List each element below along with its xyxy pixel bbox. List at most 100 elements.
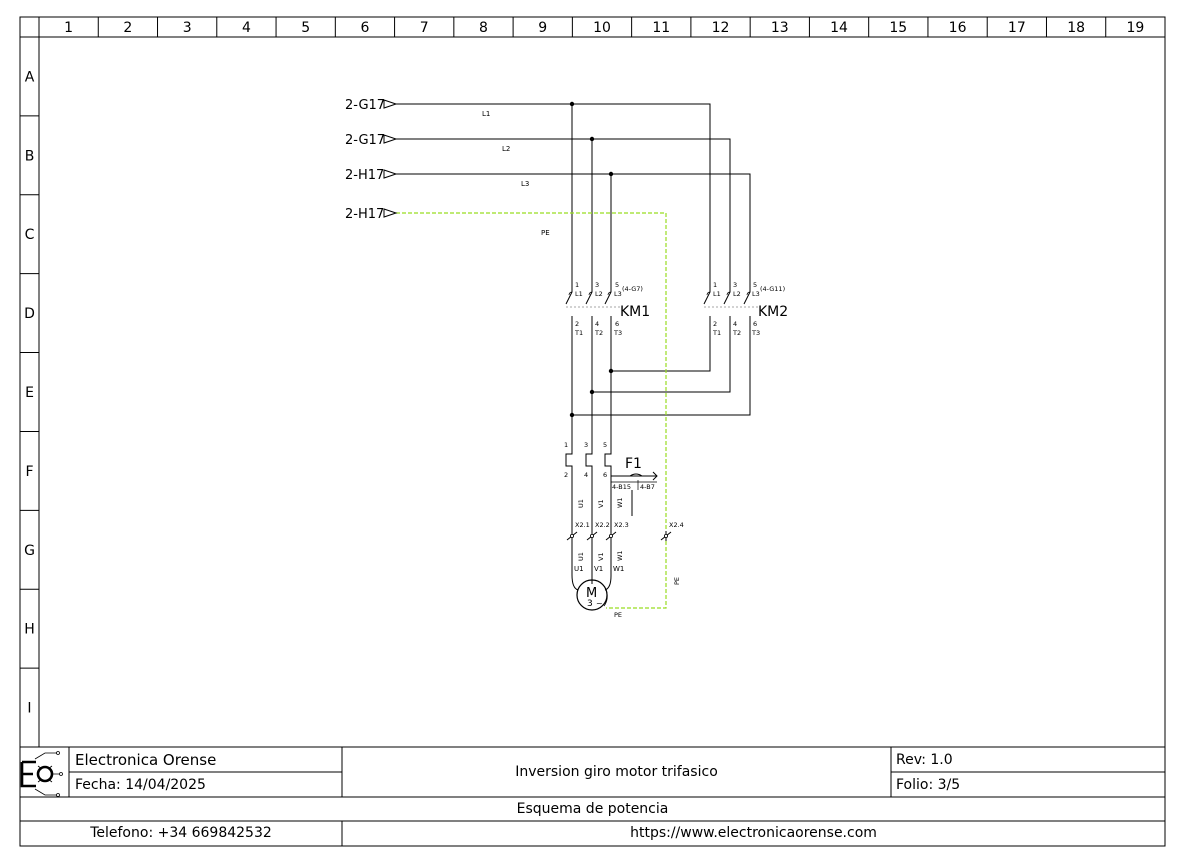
km2-bottom-pin: 4 [733,320,737,328]
wire-label-upper: W1 [616,497,624,508]
phone-number: Telefono: +34 669842532 [90,825,272,841]
column-label: 1 [64,20,73,36]
row-label: I [27,701,31,717]
input-arrow-l3 [383,169,398,179]
column-label: 19 [1126,20,1144,36]
row-label: B [25,148,35,164]
input-ref-l2: 2-G17 [345,133,385,148]
f1-actuator-link [611,471,658,481]
km2-label: KM2 [758,304,788,320]
wire-l1 [396,103,711,287]
column-label: 5 [301,20,310,36]
f1-thermal-elements [565,450,612,470]
km2-top-pin: 5 [753,281,757,289]
wire-label-lower: V1 [597,552,605,561]
wire-label-lower: W1 [616,550,624,561]
km2-contact-arcs [706,291,751,296]
km1-bottom-label: T2 [594,329,603,337]
terminal-label: X2.4 [669,521,684,529]
column-label: 13 [771,20,789,36]
terminal-symbols [566,531,672,541]
f1-bottom-pin: 4 [584,471,588,479]
km2-bottom-pin: 2 [713,320,717,328]
logo-o-glyph [36,765,54,783]
sheet-number: Folio: 3/5 [896,777,961,793]
km2-bottom-label: T2 [732,329,741,337]
drawing-frame [19,16,1166,847]
km1-label: KM1 [620,304,650,320]
column-label: 7 [420,20,429,36]
title-block-frame [20,746,1165,846]
column-label: 11 [652,20,670,36]
terminal-label: X2.3 [614,521,629,529]
column-label: 15 [889,20,907,36]
terminal-strip-x2 [566,531,672,541]
motor-terminal: U1 [574,565,584,573]
wire-label-upper: V1 [597,499,605,508]
pe-wire-label: PE [673,577,681,585]
km2-top-pin: 3 [733,281,737,289]
km1-bottom-pin: 4 [595,320,599,328]
junction-dot [569,412,575,418]
junction-dot [589,136,595,142]
input-ref-pe: 2-H17 [345,207,384,222]
column-label: 14 [830,20,848,36]
row-label: E [25,385,34,401]
logo-e-glyph [20,760,36,788]
motor-pe-arc [603,589,608,607]
terminal-point [609,534,614,539]
column-label: 18 [1067,20,1085,36]
wire-label-upper: U1 [577,499,585,508]
junction-dot [569,101,575,107]
input-ref-l1: 2-G17 [345,98,385,113]
input-arrow-l2 [383,134,398,144]
row-label: D [24,306,35,322]
wire-km2-t3 [572,322,751,416]
line-label-pe: PE [541,229,550,237]
row-label: H [24,622,35,638]
terminal-label: X2.2 [595,521,610,529]
drawing-subtitle: Esquema de potencia [516,801,669,817]
wire-label-lower: U1 [577,552,585,561]
km1-bottom-pin: 2 [575,320,579,328]
column-label: 12 [712,20,730,36]
km1-top-pin: 5 [615,281,619,289]
terminal-label: X2.1 [575,521,590,529]
f1-bottom-pin: 6 [603,471,607,479]
f1-bottom-pin: 2 [564,471,568,479]
column-label: 8 [479,20,488,36]
motor-pe-label: PE [614,611,622,619]
contactor-km2 [703,287,758,322]
km2-crossref: (4-G11) [760,285,785,293]
wire-l3 [396,173,751,287]
line-label-l3: L3 [521,180,529,188]
website-url: https://www.electronicaorense.com [630,825,877,841]
overload-relay-f1 [565,450,658,516]
f1-label: F1 [625,456,642,472]
km2-contacts [703,287,751,322]
wire-l2 [396,138,731,287]
row-label: C [25,227,35,243]
wire-km2-t2 [592,322,731,393]
drawing-title: Inversion giro motor trifasico [515,764,718,780]
company-logo [20,751,63,797]
km2-top-label: L1 [713,290,721,298]
km1-top-label: L2 [595,290,603,298]
column-label: 10 [593,20,611,36]
column-label: 4 [242,20,251,36]
km1-bottom-label: T1 [574,329,583,337]
line-label-l1: L1 [482,110,490,118]
line-label-l2: L2 [502,145,510,153]
km2-top-label: L2 [733,290,741,298]
column-label: 6 [360,20,369,36]
f1-top-pin: 5 [603,441,607,449]
km2-bottom-label: T1 [712,329,721,337]
km2-top-label: L3 [752,290,760,298]
junction-dot [608,171,614,177]
motor-terminal: V1 [594,565,603,573]
input-arrow-pe [383,208,398,218]
km1-top-pin: 3 [595,281,599,289]
revision: Rev: 1.0 [896,752,953,768]
contactor-km1 [565,287,620,322]
